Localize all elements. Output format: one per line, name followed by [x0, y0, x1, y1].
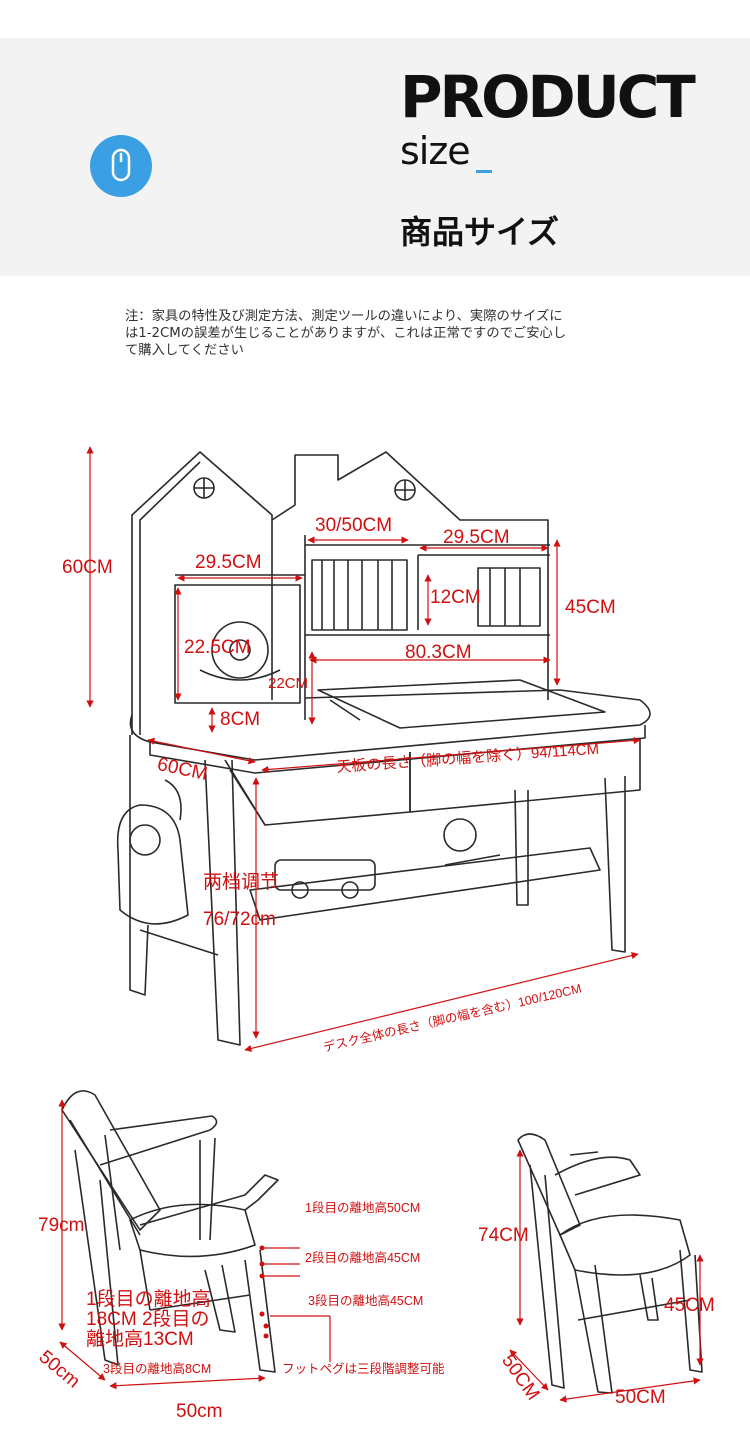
- label-shelf-width: 30/50CM: [315, 515, 393, 536]
- note-line-3: て購入してください: [125, 343, 244, 358]
- label-slot-8: 8CM: [220, 709, 261, 730]
- label-chair1-seat-3: 3段目の離地高45CM: [308, 1294, 424, 1308]
- measurement-note: 注：家具の特性及び測定方法、測定ツールの違いにより、実際のサイズに は1-2CM…: [125, 308, 660, 359]
- mouse-badge: [90, 135, 152, 197]
- note-line-1: 注：家具の特性及び測定方法、測定ツールの違いにより、実際のサイズに: [125, 309, 563, 324]
- title-product: PRODUCT: [400, 63, 696, 131]
- label-gap-12: 12CM: [430, 587, 481, 608]
- label-chair1-seat-2: 2段目の離地高45CM: [305, 1251, 421, 1265]
- title-japanese: 商品サイズ: [400, 213, 560, 251]
- label-hutch-width: 80.3CM: [405, 642, 472, 663]
- label-desk-height: 76/72cm: [203, 909, 276, 930]
- label-chair2-height: 74CM: [478, 1225, 529, 1246]
- label-foot-line-3: 離地高13CM: [86, 1329, 194, 1350]
- label-desk-height-60: 60CM: [62, 557, 113, 578]
- label-foot-line-2: 18CM 2段目の: [86, 1309, 210, 1330]
- mouse-icon: [111, 148, 131, 182]
- label-chair1-height: 79cm: [38, 1215, 85, 1236]
- chair-2-drawing: [517, 1133, 703, 1394]
- label-right-top-depth: 29.5CM: [443, 527, 510, 548]
- label-foot-3: 3段目の離地高8CM: [103, 1362, 212, 1376]
- label-slot-22: 22CM: [268, 675, 309, 692]
- dimension-lines: [58, 446, 704, 1403]
- label-chair2-width: 50CM: [615, 1387, 666, 1408]
- label-footpeg: フットペグは三段階調整可能: [282, 1362, 445, 1376]
- title-underline: [476, 170, 492, 173]
- title-size: size: [400, 129, 471, 173]
- label-foot-line-1: 1段目の離地高: [86, 1289, 211, 1310]
- note-line-2: は1-2CMの誤差が生じることがありますが、これは正常ですのでご安心し: [125, 326, 567, 341]
- label-height-adjust: 两档调节: [203, 872, 280, 893]
- label-left-top-depth: 29.5CM: [195, 552, 262, 573]
- label-hutch-height: 45CM: [565, 597, 616, 618]
- chair-1-drawing: [61, 1090, 279, 1373]
- label-left-board-height: 22.5CM: [184, 637, 251, 658]
- label-chair2-seat-height: 45CM: [664, 1295, 715, 1316]
- label-chair1-width: 50cm: [176, 1401, 223, 1422]
- label-chair1-seat-1: 1段目の離地高50CM: [305, 1201, 421, 1215]
